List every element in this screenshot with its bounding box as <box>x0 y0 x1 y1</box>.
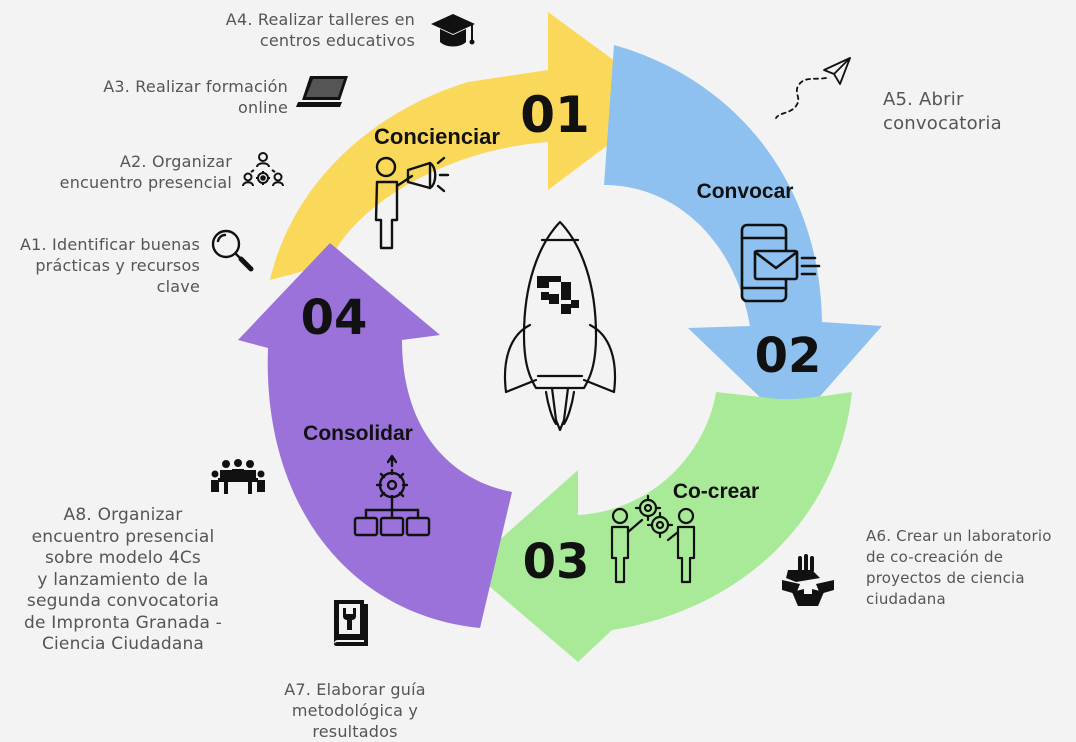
step-number-01: 01 <box>520 86 590 144</box>
activity-a8-line: encuentro presencial <box>31 526 215 547</box>
activity-a2: A2. Organizar encuentro presencial <box>20 151 232 193</box>
activity-a8-line: y lanzamiento de la <box>37 569 209 590</box>
activity-a4: A4. Realizar talleres en centros educati… <box>195 9 415 51</box>
collaborating-people-icon <box>610 494 696 584</box>
meeting-table-icon <box>211 459 265 494</box>
activity-a8-line: de Impronta Granada - <box>23 612 222 633</box>
step-number-04: 04 <box>301 290 368 346</box>
rocket-logo-mark <box>537 276 579 314</box>
phase-label-cocrear: Co-crear <box>673 480 759 503</box>
megaphone-person-icon <box>374 156 450 250</box>
phone-mail-icon <box>740 223 821 303</box>
activity-a3-line: online <box>237 98 288 117</box>
activity-a3: A3. Realizar formación online <box>58 76 288 118</box>
activity-a6-line: proyectos de ciencia <box>866 569 1025 587</box>
magnifier-icon <box>211 229 254 272</box>
activity-a7-line: metodológica y <box>291 701 419 720</box>
laptop-icon <box>296 76 348 107</box>
activity-a8: A8. Organizar encuentro presencial sobre… <box>8 505 238 656</box>
activity-a7: A7. Elaborar guía metodológica y resulta… <box>240 679 470 742</box>
activity-a7-line: A7. Elaborar guía <box>284 680 426 699</box>
activity-a6-line: ciudadana <box>866 590 946 608</box>
activity-a1-line: clave <box>156 277 200 296</box>
activity-a1: A1. Identificar buenas prácticas y recur… <box>0 234 200 297</box>
hands-together-icon <box>782 554 834 606</box>
activity-a8-line: Ciencia Ciudadana <box>41 634 205 654</box>
phase-label-convocar: Convocar <box>697 180 794 203</box>
gear-hierarchy-icon <box>353 454 431 537</box>
rocket-logo-icon <box>504 220 616 432</box>
activity-a5-line: A5. Abrir <box>883 89 964 110</box>
activity-a5: A5. Abrir convocatoria <box>883 88 1063 136</box>
activity-a1-line: A1. Identificar buenas <box>19 235 200 254</box>
activity-a6: A6. Crear un laboratorio de co-creación … <box>866 526 1076 610</box>
activity-a2-line: A2. Organizar <box>119 152 232 171</box>
team-gear-icon <box>242 152 284 187</box>
guide-book-icon <box>334 600 368 646</box>
arrow-consolidar <box>238 243 512 628</box>
activity-a3-line: A3. Realizar formación <box>103 77 288 96</box>
activity-a8-line: segunda convocatoria <box>26 591 220 611</box>
activity-a6-line: de co-creación de <box>866 548 1004 566</box>
arrow-concienciar <box>270 12 668 280</box>
step-number-03: 03 <box>523 534 590 590</box>
activity-a6-line: A6. Crear un laboratorio <box>866 527 1052 545</box>
activity-a7-line: resultados <box>312 722 398 741</box>
graduation-cap-icon <box>431 14 475 47</box>
activity-a8-line: A8. Organizar <box>63 505 183 525</box>
phase-label-consolidar: Consolidar <box>303 422 413 445</box>
activity-a4-line: centros educativos <box>259 31 415 50</box>
activity-a8-line: sobre modelo 4Cs <box>44 548 201 568</box>
paper-plane-icon <box>775 57 851 119</box>
phase-label-concienciar: Concienciar <box>374 124 500 149</box>
activity-a1-line: prácticas y recursos <box>35 256 200 275</box>
activity-a5-line: convocatoria <box>883 113 1002 134</box>
activity-a4-line: A4. Realizar talleres en <box>225 10 415 29</box>
step-number-02: 02 <box>755 328 822 384</box>
activity-a2-line: encuentro presencial <box>59 173 232 192</box>
